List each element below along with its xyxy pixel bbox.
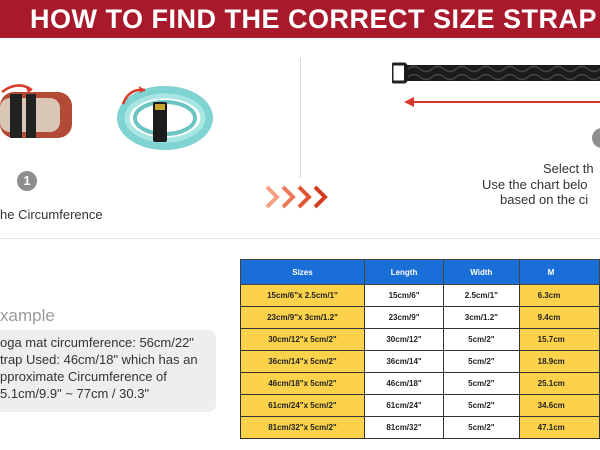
header-measure: M [518,259,600,285]
step-number-2-partial [592,128,600,148]
cell-width: 3cm/1.2" [443,306,520,329]
cell-length: 61cm/24" [363,394,445,417]
cell-size: 46cm/18"x 5cm/2" [240,372,365,395]
strap-image [392,62,600,84]
example-box: oga mat circumference: 56cm/22" trap Use… [0,330,216,412]
horizontal-divider [0,238,600,239]
yoga-mat-strap-image [0,84,72,138]
example-line-3: pproximate Circumference of [0,369,167,384]
step2-line3: based on the ci [500,192,589,207]
cell-width: 5cm/2" [443,372,520,395]
cell-size: 23cm/9"x 3cm/1.2" [240,306,365,329]
cell-length: 81cm/32" [363,416,445,439]
red-arrow-icon [404,97,600,107]
example-title: xample [0,306,55,325]
cell-size: 36cm/14"x 5cm/2" [240,350,365,373]
cell-length: 36cm/14" [363,350,445,373]
banner-title: HOW TO FIND THE CORRECT SIZE STRAP : [30,4,600,34]
example-line-4: 5.1cm/9.9" ~ 77cm / 30.3" [0,386,150,401]
cell-length: 23cm/9" [363,306,445,329]
cell-width: 5cm/2" [443,328,520,351]
table-row: 15cm/6"x 2.5cm/1" 15cm/6" 2.5cm/1" 6.3cm [240,284,600,307]
table-header-row: Sizes Length Width M [240,259,600,285]
cell-length: 15cm/6" [363,284,445,307]
table-row: 81cm/32"x 5cm/2" 81cm/32" 5cm/2" 47.1cm [240,416,600,439]
chevron-arrows-icon [265,185,328,209]
title-banner: HOW TO FIND THE CORRECT SIZE STRAP : [0,0,600,38]
example-line-1: oga mat circumference: 56cm/22" [0,335,194,350]
cell-width: 2.5cm/1" [443,284,520,307]
cell-measure: 34.6cm [518,394,600,417]
step2-line1: Select th [543,161,594,176]
cell-measure: 18.9cm [518,350,600,373]
step2-line2: Use the chart belo [482,177,588,192]
table-row: 23cm/9"x 3cm/1.2" 23cm/9" 3cm/1.2" 9.4cm [240,306,600,329]
example-line-2: trap Used: 46cm/18" which has an [0,352,198,367]
table-row: 36cm/14"x 5cm/2" 36cm/14" 5cm/2" 18.9cm [240,350,600,373]
table-row: 46cm/18"x 5cm/2" 46cm/18" 5cm/2" 25.1cm [240,372,600,395]
cell-size: 15cm/6"x 2.5cm/1" [240,284,365,307]
header-length: Length [363,259,445,285]
size-table: Sizes Length Width M 15cm/6"x 2.5cm/1" 1… [240,259,600,439]
cell-width: 5cm/2" [443,416,520,439]
hose-coil-strap-image [117,86,213,150]
cell-measure: 6.3cm [518,284,600,307]
section-divider [300,58,301,178]
table-row: 61cm/24"x 5cm/2" 61cm/24" 5cm/2" 34.6cm [240,394,600,417]
cell-measure: 25.1cm [518,372,600,395]
step1-label: he Circumference [0,207,103,222]
cell-measure: 47.1cm [518,416,600,439]
cell-width: 5cm/2" [443,394,520,417]
cell-size: 61cm/24"x 5cm/2" [240,394,365,417]
header-sizes: Sizes [240,259,365,285]
header-width: Width [443,259,520,285]
cell-measure: 15.7cm [518,328,600,351]
table-row: 30cm/12"x 5cm/2" 30cm/12" 5cm/2" 15.7cm [240,328,600,351]
step-number-1: 1 [17,171,37,191]
cell-size: 81cm/32"x 5cm/2" [240,416,365,439]
cell-measure: 9.4cm [518,306,600,329]
cell-width: 5cm/2" [443,350,520,373]
cell-length: 46cm/18" [363,372,445,395]
cell-length: 30cm/12" [363,328,445,351]
cell-size: 30cm/12"x 5cm/2" [240,328,365,351]
